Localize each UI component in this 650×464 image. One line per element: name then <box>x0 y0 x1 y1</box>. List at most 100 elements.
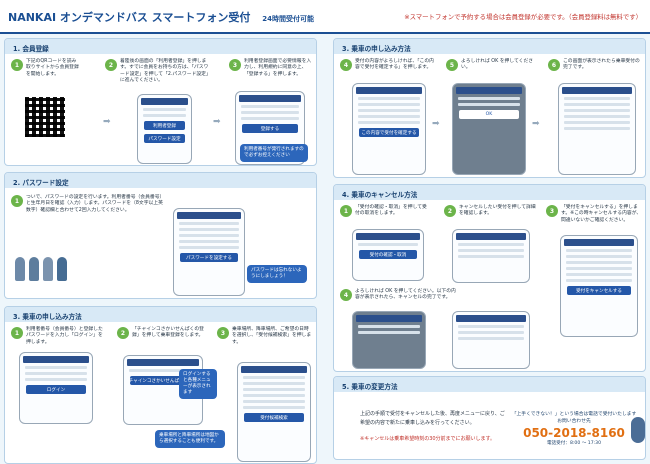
arrow-right-icon: ➡ <box>213 117 221 127</box>
step-number: 6 <box>548 59 560 71</box>
section-change: 5. 乗車の変更方法 上記の手順で受付をキャンセルした後、再度メニューに戻り、ご… <box>333 376 646 460</box>
phone-mockup: 受付候補検索 <box>237 362 311 462</box>
check-cancel-button[interactable]: 受付の確認・取消 <box>359 250 417 259</box>
step-4: 4 よろしければ OK を押してください。以下の内容が表示されたら、キャンセルの… <box>340 289 458 302</box>
brand-badge: 24時間受付可能 <box>262 15 314 23</box>
step-3: 3 利用者登録画面で必要情報を入力し、利用規約に同意の上、「登録する」を押します… <box>229 59 313 78</box>
section-booking: 3. 乗車の申し込み方法 1 利用者番号（会員番号）と登録したパスワードを入力し… <box>4 306 317 464</box>
cancel-reservation-button[interactable]: 受付をキャンセルする <box>567 286 631 295</box>
phone-mockup <box>352 311 426 369</box>
section-title: 5. 乗車の変更方法 <box>334 377 645 392</box>
map-bubble: 乗車場所と降車場所は地図から選択することも便利です。 <box>155 430 225 448</box>
section-title: 3. 乗車の申し込み方法 <box>5 307 316 322</box>
step-5: 5 よろしければ OK を押してください。 <box>446 59 542 72</box>
step-3: 3 乗車場所、降車場所、ご希望の日時を選択し、「受付候補検索」を押します。 <box>217 327 313 346</box>
step-2: 2 「チャインコさかいせんぱくの登録」を押して乗車登録をします。 <box>117 327 209 340</box>
operator-illustration <box>631 417 645 443</box>
arrow-right-icon: ➡ <box>103 117 111 127</box>
section-booking-confirm: 3. 乗車の申し込み方法 4 受付の内容がよろしければ、「この内容で受付を確定す… <box>333 38 646 178</box>
step-text: この画面が表示されたら乗車受付の完了です。 <box>563 59 640 71</box>
step-number: 2 <box>117 327 129 339</box>
step-text: キャンセルしたい受付を押して詳細を確認します。 <box>459 205 536 217</box>
step-number: 1 <box>11 327 23 339</box>
step-1: 1 ついで、パスワードの設定を行います。利用者番号（会員番号）と生年月日を確認（… <box>11 195 166 214</box>
step-2: 2 キャンセルしたい受付を押して詳細を確認します。 <box>444 205 538 218</box>
step-number: 1 <box>11 195 23 207</box>
step-number: 1 <box>340 205 352 217</box>
step-number: 3 <box>229 59 241 71</box>
step-text: 「受付をキャンセルする」を押します。※この時キャンセルする内容が、間違いないかご… <box>561 205 642 223</box>
change-note: ※キャンセルは乗車希望時刻の30分前までにお願いします。 <box>360 436 496 442</box>
step-text: よろしければ OK を押してください。以下の内容が表示されたら、キャンセルの完了… <box>355 289 456 301</box>
login-button[interactable]: ログイン <box>26 385 86 394</box>
phone-mockup: 受付の確認・取消 <box>352 229 424 281</box>
register-button[interactable]: 利用者登録 <box>144 121 185 130</box>
contact-hours: 電話受付：8:00 〜 17:30 <box>546 441 602 446</box>
step-text: 受付の内容がよろしければ、「この内容で受付を確定する」を押します。 <box>355 59 434 71</box>
step-number: 4 <box>340 59 352 71</box>
step-text: 「チャインコさかいせんぱくの登録」を押して乗車登録をします。 <box>132 327 204 339</box>
step-number: 4 <box>340 289 352 301</box>
step-4: 4 受付の内容がよろしければ、「この内容で受付を確定する」を押します。 <box>340 59 436 72</box>
step-number: 1 <box>11 59 23 71</box>
phone-mockup: この内容で受付を確定する <box>352 83 426 175</box>
brand-title: NANKAI オンデマンドバス スマートフォン受付 24時間受付可能 <box>8 11 314 24</box>
step-1: 1 「受付の確認・取消」を押して受付の取消をします。 <box>340 205 430 218</box>
step-1: 1 下記のQRコードを読み取りサイトから会員登録を開始します。 <box>11 59 81 78</box>
arrow-right-icon: ➡ <box>432 119 440 129</box>
submit-button[interactable]: 登録する <box>242 124 298 133</box>
step-text: 利用者登録画面で必要情報を入力し、利用規約に同意の上、「登録する」を押します。 <box>244 59 312 77</box>
phone-mockup: 受付をキャンセルする <box>560 235 638 337</box>
phone-mockup <box>558 83 636 175</box>
phone-mockup: チャインコさかいせんぱくの登録 <box>123 355 203 425</box>
step-number: 2 <box>105 59 117 71</box>
people-illustration <box>15 257 67 281</box>
step-1: 1 利用者番号（会員番号）と登録したパスワードを入力し「ログイン」を押します。 <box>11 327 107 346</box>
header-notice: ※スマートフォンで予約する場合は会員登録が必要です。（会員登録料は無料です） <box>404 13 642 21</box>
step-number: 5 <box>446 59 458 71</box>
step-text: よろしければ OK を押してください。 <box>461 59 534 71</box>
section-password: 2. パスワード設定 1 ついで、パスワードの設定を行います。利用者番号（会員番… <box>4 172 317 299</box>
page-header: NANKAI オンデマンドバス スマートフォン受付 24時間受付可能 ※スマート… <box>0 0 650 34</box>
contact-box: 「上手くできない！」という場合は電話で受付いたします お問い合わせ先 050-2… <box>509 410 639 446</box>
step-number: 2 <box>444 205 456 217</box>
phone-mockup: ログイン <box>19 352 93 424</box>
phone-mockup: OK <box>452 83 526 175</box>
section-title: 1. 会員登録 <box>5 39 316 54</box>
qr-code[interactable] <box>25 97 65 137</box>
phone-mockup <box>452 229 530 283</box>
step-text: 利用者番号（会員番号）と登録したパスワードを入力し「ログイン」を押します。 <box>26 327 103 345</box>
phone-mockup: パスワードを設定する <box>173 208 245 296</box>
section-title: 3. 乗車の申し込み方法 <box>334 39 645 54</box>
arrow-right-icon: ➡ <box>532 119 540 129</box>
section-title: 2. パスワード設定 <box>5 173 316 188</box>
step-text: ついで、パスワードの設定を行います。利用者番号（会員番号）と生年月日を確認（入力… <box>26 195 165 213</box>
step-2: 2 着陸後の画面の「利用者登録」を押します。すでに会員をお持ちの方は、「パスワー… <box>105 59 213 85</box>
section-registration: 1. 会員登録 1 下記のQRコードを読み取りサイトから会員登録を開始します。 … <box>4 38 317 166</box>
step-text: 「受付の確認・取消」を押して受付の取消をします。 <box>355 205 427 217</box>
step-6: 6 この画面が表示されたら乗車受付の完了です。 <box>548 59 644 72</box>
contact-title: 「上手くできない！」という場合は電話で受付いたします <box>511 412 637 417</box>
change-instructions: 上記の手順で受付をキャンセルした後、再度メニューに戻り、ご希望の内容で新たに乗車… <box>360 411 505 426</box>
set-password-button[interactable]: パスワードを設定する <box>180 253 238 262</box>
notice-bubble: 利用者番号が発行されますので必ずお控えください <box>240 144 308 162</box>
step-text: 乗車場所、降車場所、ご希望の日時を選択し、「受付候補検索」を押します。 <box>232 327 312 345</box>
menu-register-button[interactable]: チャインコさかいせんぱくの登録 <box>129 376 197 385</box>
password-bubble: パスワードは忘れないようにしましょう！ <box>247 265 307 283</box>
step-3: 3 「受付をキャンセルする」を押します。※この時キャンセルする内容が、間違いない… <box>546 205 644 224</box>
section-cancel: 4. 乗車のキャンセル方法 1 「受付の確認・取消」を押して受付の取消をします。… <box>333 184 646 372</box>
contact-label: お問い合わせ先 <box>557 419 591 424</box>
confirm-button[interactable]: この内容で受付を確定する <box>359 128 419 137</box>
ok-button[interactable]: OK <box>459 110 519 119</box>
phone-mockup <box>452 311 530 369</box>
section-title: 4. 乗車のキャンセル方法 <box>334 185 645 200</box>
phone-mockup: 利用者登録 パスワード設定 <box>137 94 192 164</box>
step-number: 3 <box>546 205 558 217</box>
search-button[interactable]: 受付候補検索 <box>244 413 304 422</box>
password-button[interactable]: パスワード設定 <box>144 134 185 143</box>
login-bubble: ログインすると各種メニューが表示されます <box>179 369 217 399</box>
contact-phone-number[interactable]: 050-2018-8160 <box>523 426 625 440</box>
step-number: 3 <box>217 327 229 339</box>
step-text: 下記のQRコードを読み取りサイトから会員登録を開始します。 <box>26 59 79 77</box>
step-text: 着陸後の画面の「利用者登録」を押します。すでに会員をお持ちの方は、「パスワード設… <box>120 59 211 84</box>
